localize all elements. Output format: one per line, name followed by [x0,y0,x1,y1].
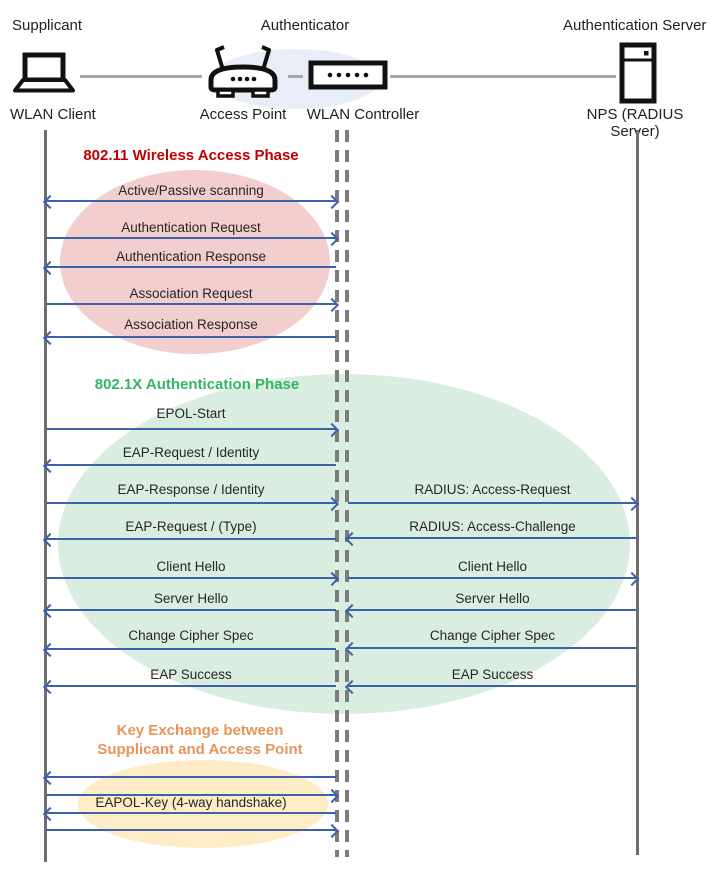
message-arrow-eapol-key-2 [46,794,336,796]
header-connector-left [80,75,202,78]
server-icon [618,42,658,104]
message-arrow-server-hello-right [348,609,636,611]
message-label: EPOL-Start [156,406,226,421]
phase1-title: 802.11 Wireless Access Phase [83,147,299,164]
message-label: Server Hello [455,591,530,606]
message-arrow-epol-start [46,428,336,430]
message-arrow-association-response [46,336,336,338]
server-lifeline [636,130,639,855]
message-arrow-eap-request-identity [46,464,336,466]
access-point-icon [203,44,283,100]
message-arrow-client-hello-right [348,577,636,579]
message-arrow-radius-access-request [348,502,636,504]
message-label: Change Cipher Spec [128,628,254,643]
authenticator-lifeline-right [345,130,349,857]
message-arrow-authentication-request [46,237,336,239]
message-label: Association Response [124,317,258,332]
message-label: Client Hello [156,559,226,574]
message-label: Authentication Request [121,220,261,235]
message-label: Change Cipher Spec [429,628,556,643]
message-label: Client Hello [457,559,528,574]
phase2-ellipse [58,374,630,714]
phase2-title: 802.1X Authentication Phase [94,376,300,393]
message-label: EAP-Request / (Type) [125,519,257,534]
message-arrow-change-cipher-spec-left [46,648,336,650]
supplicant-lifeline [44,130,47,862]
message-label: EAP-Request / Identity [122,445,260,460]
message-arrow-eap-success-right [348,685,636,687]
message-arrow-change-cipher-spec-right [348,647,636,649]
device-access-point: Access Point [199,106,287,123]
message-label: EAPOL-Key (4-way handshake) [95,795,287,810]
message-arrow-eapol-key-4 [46,829,336,831]
message-arrow-association-request [46,303,336,305]
role-authenticator: Authenticator [260,17,350,34]
role-supplicant: Supplicant [12,17,83,34]
message-arrow-eapol-key-1 [46,776,336,778]
header-connector-mid-dash [288,75,303,78]
authenticator-lifeline-left [335,130,339,857]
device-wlan-controller: WLAN Controller [306,106,420,123]
message-label: EAP Success [451,667,534,682]
message-arrow-active-passive-scanning [46,200,336,202]
message-label: RADIUS: Access-Challenge [409,519,576,534]
wlan-controller-icon [308,60,388,90]
message-arrow-authentication-response [46,266,336,268]
role-authentication-server: Authentication Server [563,17,707,34]
device-nps-radius-server: NPS (RADIUS Server) [586,106,684,140]
phase3-title-line1: Key Exchange between [116,722,284,739]
message-label: Association Request [129,286,253,301]
message-arrow-server-hello-left [46,609,336,611]
message-label: Server Hello [153,591,229,606]
laptop-icon [10,52,78,94]
device-wlan-client: WLAN Client [10,106,96,123]
message-arrow-eapol-key-3 [46,812,336,814]
message-label: EAP-Response / Identity [117,482,265,497]
header-connector-right [390,75,616,78]
message-arrow-client-hello-left [46,577,336,579]
phase3-title-line2: Supplicant and Access Point [97,741,303,758]
message-arrow-eap-response-identity [46,502,336,504]
message-arrow-eap-request-type [46,538,336,540]
message-label: EAP Success [150,667,232,682]
message-label: Authentication Response [115,249,267,264]
message-arrow-radius-access-challenge [348,537,636,539]
phase3-title: Key Exchange between Supplicant and Acce… [70,721,330,759]
phase3-ellipse [78,760,328,848]
message-label: RADIUS: Access-Request [414,482,571,497]
message-label: Active/Passive scanning [118,183,264,198]
message-arrow-eap-success-left [46,685,336,687]
